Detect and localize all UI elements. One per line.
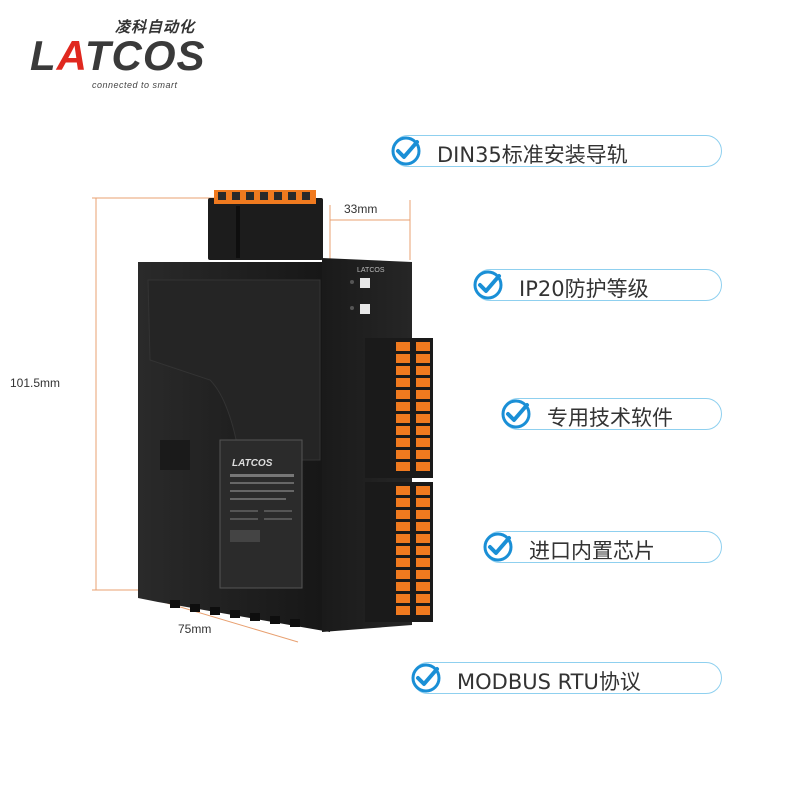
product-label: LATCOS (219, 439, 303, 589)
brand-logo: 凌科自动化 LATCOS connected to smart (30, 16, 230, 90)
input-terminal-block (365, 338, 433, 478)
width-dimension-label: 33mm (344, 202, 378, 216)
brand-name-prefix: L (30, 32, 57, 79)
feature-label: MODBUS RTU协议 (457, 670, 641, 694)
label-logo: LATCOS (232, 458, 273, 469)
brand-tagline: connected to smart (92, 80, 178, 90)
height-dimension-label: 101.5mm (10, 376, 61, 390)
feature-label: DIN35标准安装导轨 (437, 143, 628, 167)
feature-label: IP20防护等级 (519, 277, 649, 301)
front-brand-mark: LATCOS (357, 267, 385, 274)
feature-din35-rail: DIN35标准安装导轨 (391, 135, 722, 167)
feature-modbus-rtu: MODBUS RTU协议 (411, 662, 722, 694)
feature-dedicated-software: 专用技术软件 (501, 398, 722, 430)
brand-wordmark: LATCOS (30, 32, 206, 80)
feature-label: 专用技术软件 (547, 406, 673, 430)
brand-name-suffix: TCOS (84, 32, 206, 79)
check-circle-icon (501, 399, 531, 429)
check-circle-icon (473, 270, 503, 300)
feature-label: 进口内置芯片 (529, 539, 655, 563)
feature-imported-chip: 进口内置芯片 (483, 531, 722, 563)
check-circle-icon (411, 663, 441, 693)
check-circle-icon (483, 532, 513, 562)
feature-ip20-protection: IP20防护等级 (473, 269, 722, 301)
output-terminal-block (365, 482, 433, 622)
brand-name-accent: A (56, 32, 85, 79)
check-circle-icon (391, 136, 421, 166)
depth-dimension-label: 75mm (178, 622, 212, 636)
brand-chinese-name: 凌科自动化 (115, 18, 196, 36)
bottom-vents (170, 600, 300, 627)
top-connector (208, 190, 323, 260)
